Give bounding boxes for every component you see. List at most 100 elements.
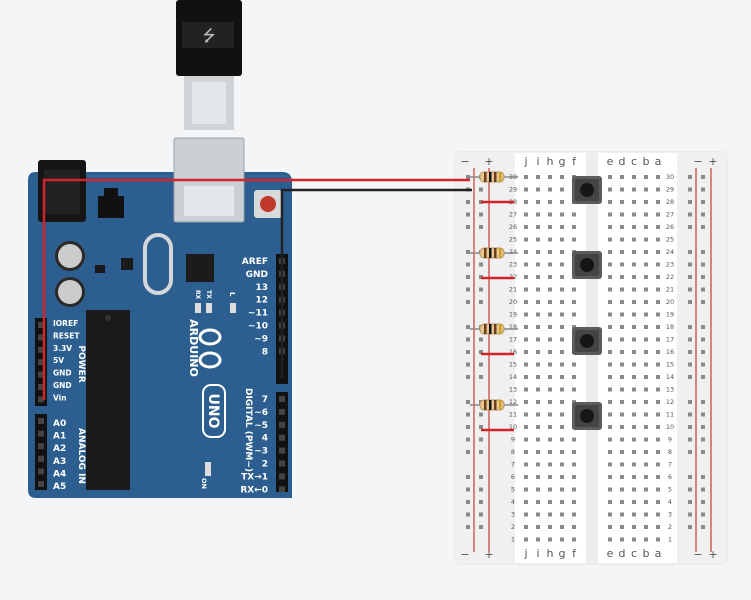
breadboard-hole: [608, 337, 612, 342]
breadboard-hole: [620, 200, 624, 204]
breadboard-hole: [524, 512, 528, 517]
breadboard-hole: [632, 187, 636, 192]
breadboard-hole: [608, 487, 612, 492]
pushbutton[interactable]: [572, 176, 602, 204]
breadboard-hole: [620, 512, 624, 517]
row-number: 9: [511, 436, 515, 444]
rail-hole: [688, 425, 692, 429]
rail-hole: [479, 187, 483, 192]
breadboard-hole: [644, 200, 648, 204]
rail-hole: [479, 437, 483, 442]
breadboard-hole: [620, 487, 624, 492]
rail-hole: [701, 512, 705, 517]
breadboard-hole: [656, 537, 660, 542]
row-number: 12: [666, 398, 674, 406]
breadboard-hole: [644, 500, 648, 504]
breadboard-hole: [632, 300, 636, 304]
breadboard-hole: [632, 325, 636, 329]
breadboard-hole: [536, 212, 540, 217]
rail-hole: [479, 512, 483, 517]
breadboard-hole: [656, 462, 660, 467]
breadboard-hole: [524, 250, 528, 254]
reset-button[interactable]: [260, 196, 276, 212]
row-number: 11: [509, 411, 517, 419]
resistor[interactable]: [470, 399, 518, 411]
breadboard-hole: [536, 312, 540, 317]
column-letter: c: [631, 155, 637, 168]
breadboard-hole: [632, 275, 636, 279]
on-led-label: ON: [200, 478, 208, 489]
power-wire[interactable]: [42, 178, 470, 400]
breadboard-hole: [560, 337, 564, 342]
rail-hole: [479, 262, 483, 267]
analog-label: ANALOG IN: [76, 428, 86, 484]
resistor[interactable]: [470, 323, 518, 335]
rail-hole: [466, 300, 470, 304]
breadboard-hole: [632, 412, 636, 417]
breadboard-hole: [536, 387, 540, 392]
breadboard-hole: [536, 537, 540, 542]
rail-hole: [701, 375, 705, 379]
breadboard-hole: [524, 212, 528, 217]
breadboard-hole: [608, 450, 612, 454]
breadboard-hole: [632, 462, 636, 467]
header-pin: [38, 396, 44, 403]
breadboard-hole: [548, 275, 552, 279]
breadboard-hole: [524, 262, 528, 267]
breadboard-hole: [608, 325, 612, 329]
row-number: 3: [511, 511, 515, 519]
rail-plus-label: +: [484, 548, 493, 561]
rail-hole: [688, 275, 692, 279]
digital-pin-label: 12: [255, 296, 268, 306]
breadboard-hole: [560, 350, 564, 354]
breadboard-hole: [620, 350, 624, 354]
analog-pin-label: A4: [53, 469, 66, 479]
breadboard-hole: [560, 537, 564, 542]
row-number: 2: [668, 523, 672, 531]
pushbutton[interactable]: [572, 251, 602, 279]
breadboard-hole: [536, 450, 540, 454]
resistor[interactable]: [470, 171, 518, 183]
breadboard-hole: [524, 362, 528, 367]
breadboard-hole: [536, 287, 540, 292]
breadboard-hole: [656, 225, 660, 229]
breadboard-hole: [644, 387, 648, 392]
breadboard-hole: [632, 337, 636, 342]
rail-minus-label: −: [693, 548, 702, 561]
row-number: 25: [666, 236, 674, 244]
pushbutton[interactable]: [572, 402, 602, 430]
breadboard-hole: [632, 250, 636, 254]
rail-hole: [701, 412, 705, 417]
breadboard-hole: [632, 537, 636, 542]
rail-hole: [479, 450, 483, 454]
breadboard-hole: [524, 237, 528, 242]
pushbutton[interactable]: [572, 327, 602, 355]
ground-wire[interactable]: [280, 188, 472, 378]
breadboard-hole: [644, 175, 648, 179]
rail-hole: [466, 412, 470, 417]
rail-hole: [479, 300, 483, 304]
breadboard-hole: [656, 350, 660, 354]
rail-hole: [479, 362, 483, 367]
row-number: 28: [666, 198, 674, 206]
breadboard-hole: [572, 312, 576, 317]
header-pin: [279, 434, 285, 441]
breadboard-hole: [656, 275, 660, 279]
row-number: 23: [509, 261, 517, 269]
breadboard-hole: [656, 187, 660, 192]
rail-hole: [701, 275, 705, 279]
resistor[interactable]: [470, 247, 518, 259]
rail-hole: [701, 250, 705, 254]
breadboard-hole: [560, 200, 564, 204]
breadboard-hole: [548, 287, 552, 292]
breadboard-hole: [548, 500, 552, 504]
rx-led-label: RX: [194, 290, 201, 300]
breadboard-hole: [656, 425, 660, 429]
row-number: 1: [511, 536, 515, 544]
header-pin: [38, 455, 44, 462]
header-pin: [38, 430, 44, 437]
power-label: POWER: [76, 345, 86, 382]
rail-hole: [688, 262, 692, 267]
row-number: 10: [509, 423, 517, 431]
breadboard-hole: [536, 487, 540, 492]
